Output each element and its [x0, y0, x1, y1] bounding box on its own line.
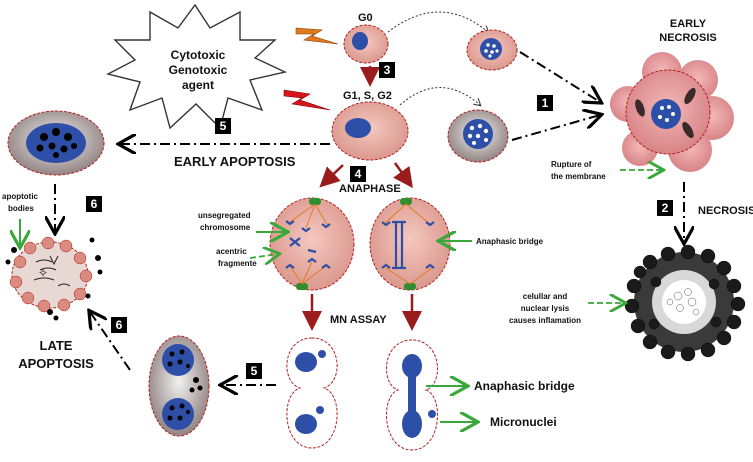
- agent-label-line1: Cytotoxic: [171, 48, 226, 62]
- badge-6-top: [86, 196, 102, 212]
- g1sg2-nucleus: [345, 118, 371, 138]
- g0-nucleus: [352, 32, 368, 50]
- badge-1-text: 1: [542, 96, 549, 110]
- early-necrosis-cell: [610, 52, 734, 172]
- badge-3-text: 3: [384, 63, 391, 77]
- anaphase-label: ANAPHASE: [339, 183, 401, 195]
- unsegregated-label-1: unsegregated: [198, 211, 251, 220]
- badge-5-top-text: 5: [220, 119, 227, 133]
- acentric-label-1: acentric: [216, 247, 247, 256]
- lightning-bolt-red-icon: [283, 89, 331, 111]
- badge-5-bottom: [246, 363, 262, 379]
- anaphase-cell-left: [269, 197, 355, 291]
- agent-label-line3: agent: [182, 78, 214, 92]
- badge-1: [537, 95, 553, 111]
- anaphase-cell-right: [369, 197, 451, 291]
- necrosis-label: NECROSIS: [698, 205, 753, 217]
- lightning-bolt-orange-icon: [295, 27, 339, 45]
- lysis-label-3: causes inflamation: [509, 316, 581, 325]
- apoptotic-bodies-label-1: apoptotic: [2, 192, 39, 201]
- rupture-label-2: the membrane: [551, 172, 606, 181]
- svg-text:✧: ✧: [38, 266, 48, 280]
- binucleated-cell-bridge: [386, 339, 438, 451]
- badge-2-text: 2: [662, 201, 669, 215]
- agent-label-line2: Genotoxic: [169, 63, 228, 77]
- badge-6-bottom: [111, 317, 127, 333]
- badge-5-bottom-text: 5: [251, 364, 258, 378]
- binucleated-cell-mn: [286, 337, 338, 449]
- badge-6-bottom-text: 6: [116, 318, 123, 332]
- apoptotic-bodies-cell: ✧: [5, 236, 103, 321]
- late-apoptosis-label-1: LATE: [40, 338, 73, 353]
- micronuclei-label: Micronuclei: [490, 415, 557, 429]
- badge-6-top-text: 6: [91, 197, 98, 211]
- unsegregated-label-2: chromosome: [200, 223, 251, 232]
- badge-5-top: [215, 118, 231, 134]
- mn-assay-label: MN ASSAY: [330, 314, 387, 326]
- early-apoptosis-label: EARLY APOPTOSIS: [174, 154, 296, 169]
- rupture-label-1: Rupture of: [551, 160, 592, 169]
- apoptotic-binucleated-cell: [148, 335, 210, 437]
- badge-2: [657, 200, 673, 216]
- early-necrosis-label-2: NECROSIS: [659, 32, 716, 44]
- badge-4: [350, 166, 366, 182]
- early-necrosis-label-1: EARLY: [670, 18, 707, 30]
- anaphasic-bridge-big-label: Anaphasic bridge: [474, 379, 575, 393]
- apoptotic-bodies-label-2: bodies: [8, 204, 34, 213]
- late-apoptosis-label-2: APOPTOSIS: [18, 356, 94, 371]
- badge-4-text: 4: [355, 167, 362, 181]
- g0-label: G0: [358, 12, 373, 24]
- g1sg2-label: G1, S, G2: [343, 90, 392, 102]
- badge-3: [379, 62, 395, 78]
- lysis-label-1: celullar and: [523, 292, 568, 301]
- necrotic-debris: [624, 244, 746, 362]
- cytotoxic-agent-burst: Cytotoxic Genotoxic agent: [106, 3, 288, 130]
- anaphasic-bridge-small-label: Anaphasic bridge: [476, 237, 544, 246]
- acentric-label-2: fragmente: [218, 259, 257, 268]
- lysis-label-2: nuclear lysis: [521, 304, 570, 313]
